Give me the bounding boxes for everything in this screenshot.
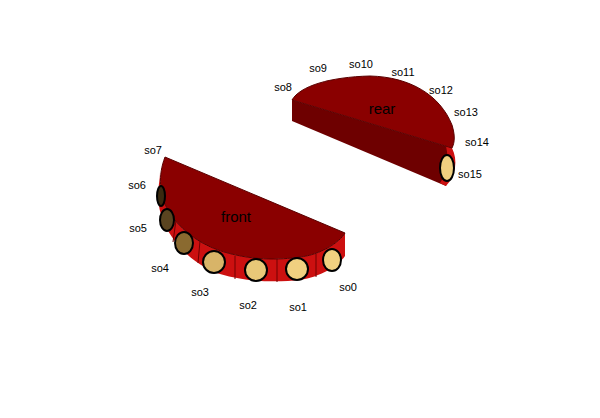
sonar-label: so1 (289, 301, 307, 313)
sonar-label: so15 (458, 168, 482, 180)
rear-top-face (292, 76, 454, 148)
front-top-face (160, 157, 345, 259)
sonar-label: so11 (391, 66, 414, 78)
sonar-label: so9 (309, 62, 327, 74)
sonar-label: so8 (274, 81, 292, 93)
part-name: front (221, 208, 251, 225)
sonar-label: so0 (339, 281, 357, 293)
sonar-label: so14 (465, 136, 489, 148)
sonar-label: so10 (349, 58, 373, 70)
sonar-label: so13 (454, 106, 478, 118)
sonar-label: so6 (128, 179, 146, 191)
sonar-disc (440, 155, 454, 181)
robot-half: front (217, 206, 255, 227)
sonar-label: so3 (191, 286, 209, 298)
sonar-discs (157, 186, 341, 281)
sonar-label: so7 (144, 144, 162, 156)
rear-band (440, 146, 455, 186)
sonar-label: so2 (239, 299, 257, 311)
sonar-label: so5 (129, 222, 147, 234)
sonar-label: so4 (151, 262, 169, 274)
sonar-label: so12 (429, 84, 453, 96)
robot-half: rear (365, 98, 400, 119)
part-name: rear (369, 100, 396, 117)
